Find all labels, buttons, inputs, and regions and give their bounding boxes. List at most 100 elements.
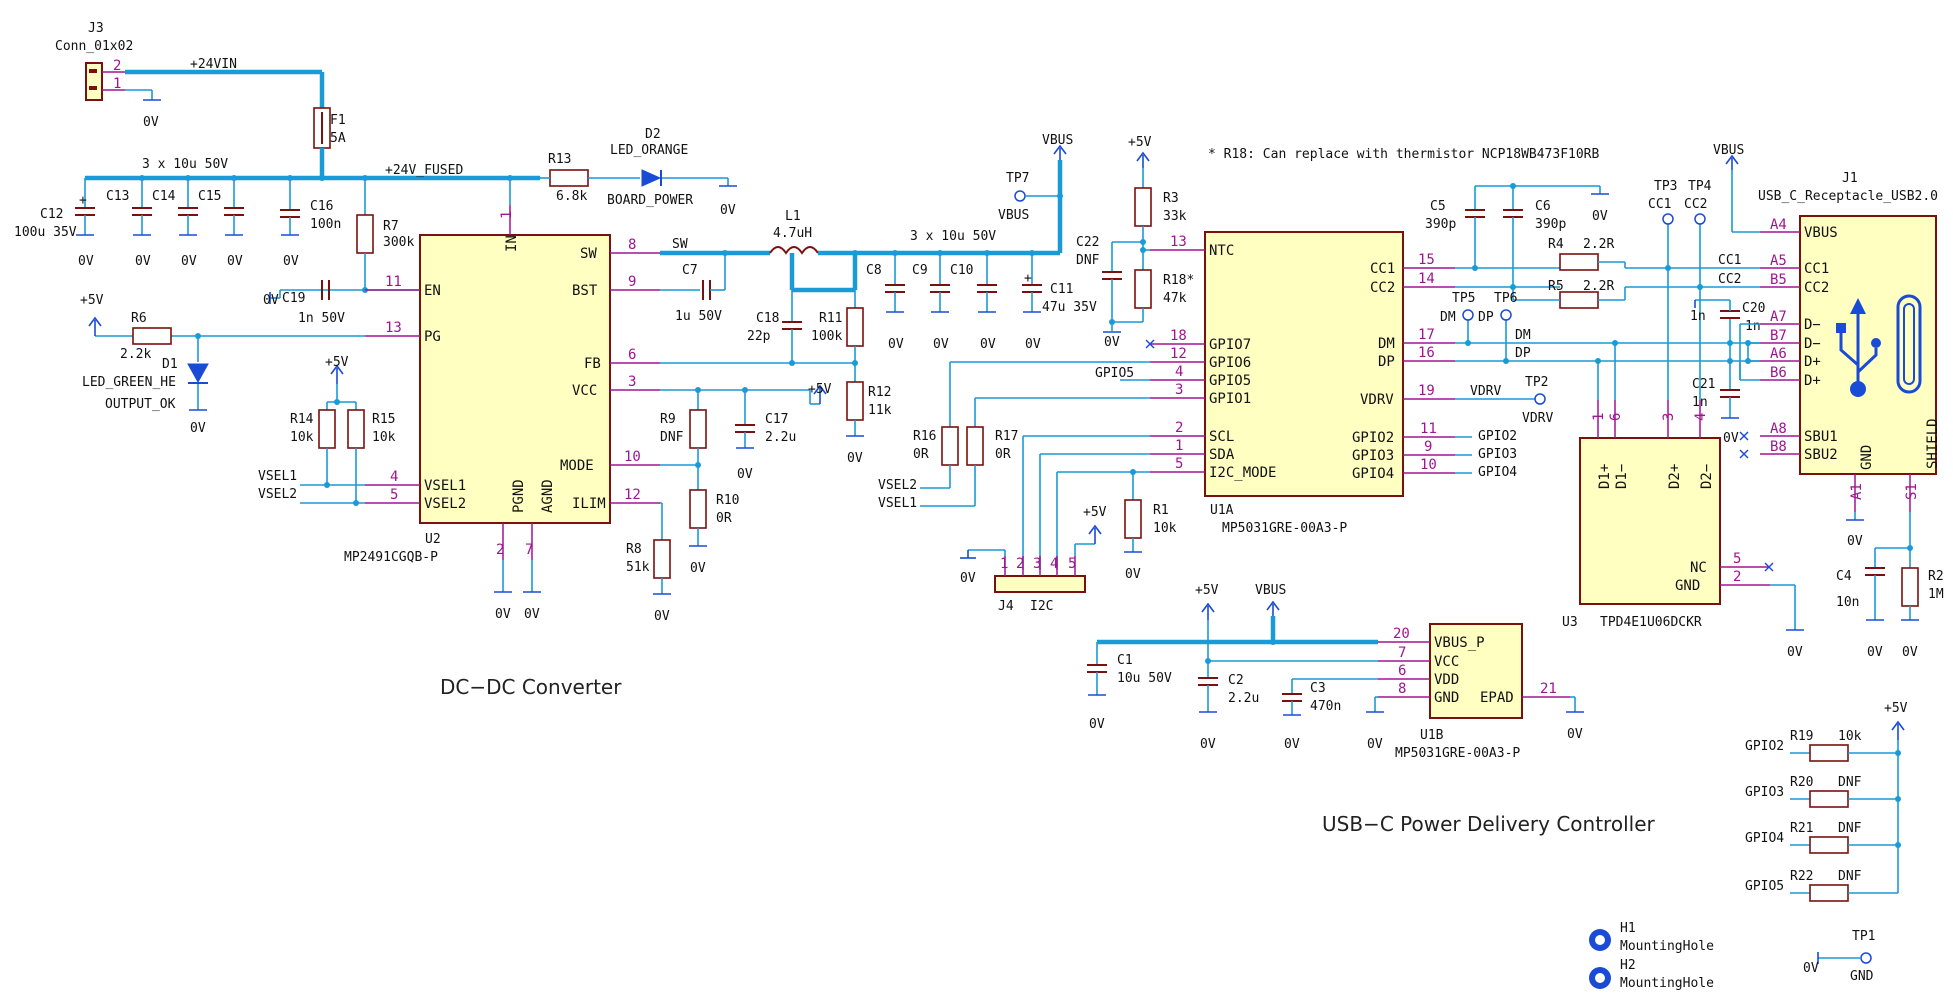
svg-text:0V: 0V — [980, 337, 996, 352]
svg-text:+5V: +5V — [1083, 505, 1107, 520]
svg-text:4: 4 — [390, 469, 398, 485]
svg-text:+5V: +5V — [808, 382, 832, 397]
svg-text:17: 17 — [1418, 327, 1435, 343]
svg-text:LED_ORANGE: LED_ORANGE — [610, 143, 688, 158]
svg-text:ILIM: ILIM — [572, 496, 606, 512]
svg-text:D2−: D2− — [1699, 464, 1715, 489]
svg-text:1u 50V: 1u 50V — [675, 309, 722, 324]
svg-text:R21: R21 — [1790, 821, 1813, 836]
svg-text:1n: 1n — [1745, 319, 1761, 334]
svg-text:H2: H2 — [1620, 958, 1636, 973]
svg-text:10: 10 — [624, 449, 641, 465]
svg-text:0V: 0V — [263, 293, 279, 308]
svg-text:0V: 0V — [960, 571, 976, 586]
j3-value: Conn_01x02 — [55, 39, 133, 54]
svg-text:VSEL1: VSEL1 — [258, 469, 297, 484]
svg-text:1: 1 — [113, 76, 121, 92]
svg-text:0V: 0V — [283, 254, 299, 269]
svg-text:MP2491CGQB-P: MP2491CGQB-P — [344, 550, 438, 565]
svg-text:2.2R: 2.2R — [1583, 279, 1614, 294]
svg-text:C21: C21 — [1692, 377, 1715, 392]
svg-text:1: 1 — [1000, 556, 1008, 572]
svg-text:9: 9 — [1424, 439, 1432, 455]
svg-text:DNF: DNF — [1838, 869, 1862, 884]
svg-text:0V: 0V — [1592, 209, 1608, 224]
svg-text:12: 12 — [1170, 346, 1187, 362]
svg-text:C19: C19 — [282, 291, 305, 306]
svg-text:3 x 10u 50V: 3 x 10u 50V — [910, 229, 996, 244]
svg-text:SW: SW — [672, 237, 688, 252]
net-24v-fused: +24V_FUSED — [385, 163, 463, 178]
svg-text:16: 16 — [1418, 345, 1435, 361]
svg-text:+5V: +5V — [80, 293, 104, 308]
svg-text:MountingHole: MountingHole — [1620, 939, 1714, 954]
svg-text:C2: C2 — [1228, 673, 1244, 688]
thermistor-note: * R18: Can replace with thermistor NCP18… — [1208, 147, 1600, 162]
svg-text:0R: 0R — [716, 511, 732, 526]
svg-text:TP1: TP1 — [1852, 929, 1875, 944]
svg-text:18: 18 — [1170, 328, 1187, 344]
svg-text:BST: BST — [572, 283, 598, 299]
svg-text:C15: C15 — [198, 189, 221, 204]
fb-divider: C18 22p R11 100k R12 11k 0V — [660, 250, 892, 466]
connector-j3: J3 Conn_01x02 2 1 0V — [55, 21, 161, 130]
svg-text:0V: 0V — [495, 607, 511, 622]
svg-text:7: 7 — [525, 542, 533, 558]
svg-text:PG: PG — [424, 329, 441, 345]
connector-j1-usbc: J1 USB_C_Receptacle_USB2.0 VBUS A4 VBUS … — [1713, 143, 1944, 660]
svg-text:U1A: U1A — [1210, 503, 1234, 518]
svg-text:0V: 0V — [78, 254, 94, 269]
svg-text:H1: H1 — [1620, 921, 1636, 936]
vcc-mode-network: R9 DNF R10 0R 0V C17 2.2u 0V +5V — [660, 382, 832, 576]
svg-text:+5V: +5V — [1128, 135, 1152, 150]
svg-text:TP5: TP5 — [1452, 291, 1475, 306]
svg-text:U3: U3 — [1562, 615, 1578, 630]
svg-text:VDD: VDD — [1434, 672, 1459, 688]
svg-text:R20: R20 — [1790, 775, 1813, 790]
svg-text:IN: IN — [504, 235, 520, 252]
svg-text:VSEL2: VSEL2 — [878, 478, 917, 493]
svg-text:GND: GND — [1850, 969, 1874, 984]
svg-text:11: 11 — [1420, 421, 1437, 437]
svg-text:D−: D− — [1804, 317, 1821, 333]
svg-text:6: 6 — [628, 347, 636, 363]
svg-text:DP: DP — [1478, 310, 1494, 325]
svg-text:GPIO2: GPIO2 — [1745, 739, 1784, 754]
svg-text:100n: 100n — [310, 217, 341, 232]
svg-text:GPIO2: GPIO2 — [1352, 430, 1394, 446]
svg-text:51k: 51k — [626, 560, 650, 575]
svg-text:MODE: MODE — [560, 458, 594, 474]
svg-text:GPIO3: GPIO3 — [1478, 447, 1517, 462]
ntc-network: +5V R3 33k R18* 47k C22 DNF 0V — [1076, 135, 1194, 350]
svg-text:R10: R10 — [716, 493, 739, 508]
ic-u1a: 13 NTC 18 GPIO7 12 GPIO6 4 GPIO5 3 GPIO1… — [1150, 231, 1455, 536]
svg-text:1M: 1M — [1928, 587, 1944, 602]
svg-text:R8: R8 — [626, 542, 642, 557]
svg-text:GPIO7: GPIO7 — [1209, 337, 1251, 353]
svg-text:12: 12 — [624, 487, 641, 503]
svg-text:VSEL1: VSEL1 — [878, 496, 917, 511]
svg-text:2: 2 — [1733, 569, 1741, 585]
svg-text:I2C: I2C — [1030, 599, 1053, 614]
svg-text:19: 19 — [1418, 383, 1435, 399]
svg-text:3: 3 — [628, 374, 636, 390]
svg-text:0R: 0R — [913, 447, 929, 462]
svg-text:+5V: +5V — [325, 355, 349, 370]
svg-text:C14: C14 — [152, 189, 176, 204]
svg-text:7: 7 — [1398, 645, 1406, 661]
svg-text:390p: 390p — [1425, 217, 1456, 232]
svg-text:100k: 100k — [811, 329, 842, 344]
vsel-pullups: +5V R14 10k R15 10k VSEL1 VSEL2 — [258, 355, 396, 506]
svg-text:R9: R9 — [660, 412, 676, 427]
svg-text:DM: DM — [1440, 310, 1456, 325]
svg-text:C17: C17 — [765, 412, 788, 427]
svg-text:C20: C20 — [1742, 301, 1765, 316]
svg-text:2: 2 — [496, 542, 504, 558]
svg-text:C8: C8 — [866, 263, 882, 278]
svg-text:13: 13 — [385, 320, 402, 336]
svg-text:10: 10 — [1420, 457, 1437, 473]
svg-text:R17: R17 — [995, 429, 1018, 444]
svg-text:CC2: CC2 — [1370, 280, 1395, 296]
svg-text:47u 35V: 47u 35V — [1042, 300, 1097, 315]
svg-text:6: 6 — [1608, 413, 1624, 421]
